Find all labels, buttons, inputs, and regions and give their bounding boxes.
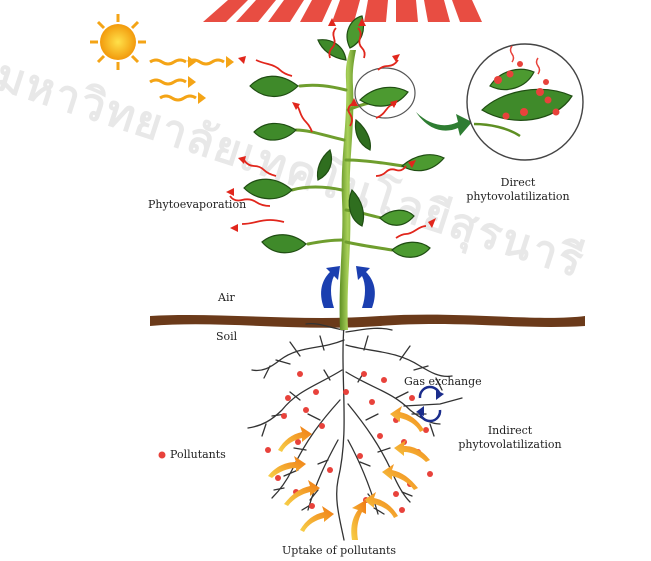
pollutants-legend-label: Pollutants: [170, 448, 226, 462]
leaf: [402, 155, 444, 171]
leaf: [250, 76, 298, 96]
pollutant-legend-dot: [159, 452, 166, 459]
uptake-label: Uptake of pollutants: [282, 544, 396, 558]
air-label: Air: [218, 291, 235, 305]
leaf: [360, 87, 408, 106]
leaf: [356, 120, 371, 150]
watermark-logo: [198, 0, 498, 22]
soil-label: Soil: [216, 330, 237, 344]
indirect-label-line2: phytovolatilization: [450, 438, 570, 452]
leaf: [392, 242, 430, 257]
leaf: [244, 179, 292, 199]
direct-label-line1: Direct: [458, 176, 578, 190]
phytoevaporation-label: Phytoevaporation: [148, 198, 246, 212]
leaf: [254, 123, 296, 140]
direct-phytovolatilization-label: Direct phytovolatilization: [458, 176, 578, 204]
gas-exchange-label: Gas exchange: [404, 375, 482, 389]
leaf: [318, 40, 346, 60]
direct-label-line2: phytovolatilization: [458, 190, 578, 204]
zoom-arrow-icon: [416, 112, 472, 136]
sun-icon: [90, 14, 146, 70]
soil-surface: [150, 315, 585, 328]
magnified-leaf: [467, 44, 583, 160]
leaf: [262, 235, 306, 253]
indirect-label-line1: Indirect: [450, 424, 570, 438]
leaf: [380, 210, 414, 225]
sunlight-arrows: [150, 60, 224, 100]
leaf: [318, 150, 332, 180]
indirect-phytovolatilization-label: Indirect phytovolatilization: [450, 424, 570, 452]
leaf: [349, 190, 363, 226]
